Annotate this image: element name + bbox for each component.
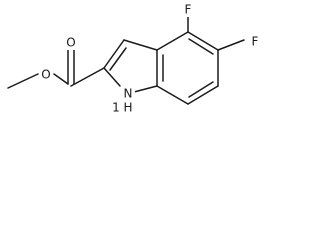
fluorine-right-label: F (252, 35, 259, 49)
bond-c4-c5 (187, 31, 219, 51)
bond-c6-c7-inner (188, 81, 214, 98)
bonds (7, 15, 245, 105)
bond-c3-c3a (123, 39, 158, 51)
structure-drawing: F F O O N H 1 (7, 2, 262, 115)
bond-n1-c2 (103, 67, 121, 87)
bond-c2-c3-inner (109, 47, 127, 71)
bond-ester-o-carbonyl (53, 73, 69, 85)
bond-c2-c3 (103, 39, 125, 69)
bond-methyl-ester-o (7, 73, 39, 89)
nitrogen-hydrogen-number-label: 1 (112, 101, 120, 115)
bond-c5-f (217, 39, 245, 51)
bond-c4-c5-inner (188, 38, 214, 55)
carbonyl-oxygen-label: O (66, 36, 75, 50)
bond-carbonyl-c2 (70, 67, 105, 87)
bond-c6-c7 (187, 85, 219, 105)
fluorine-top-label: F (185, 3, 192, 17)
nitrogen-label: N (124, 87, 133, 101)
bond-c3a-c4 (156, 31, 189, 51)
ester-oxygen-label: O (41, 68, 50, 82)
atom-labels: F F O O N H 1 (39, 3, 262, 115)
nitrogen-hydrogen-label: H (123, 101, 132, 115)
bond-c7a-n1 (133, 85, 158, 93)
bond-c7-c7a (156, 85, 189, 105)
